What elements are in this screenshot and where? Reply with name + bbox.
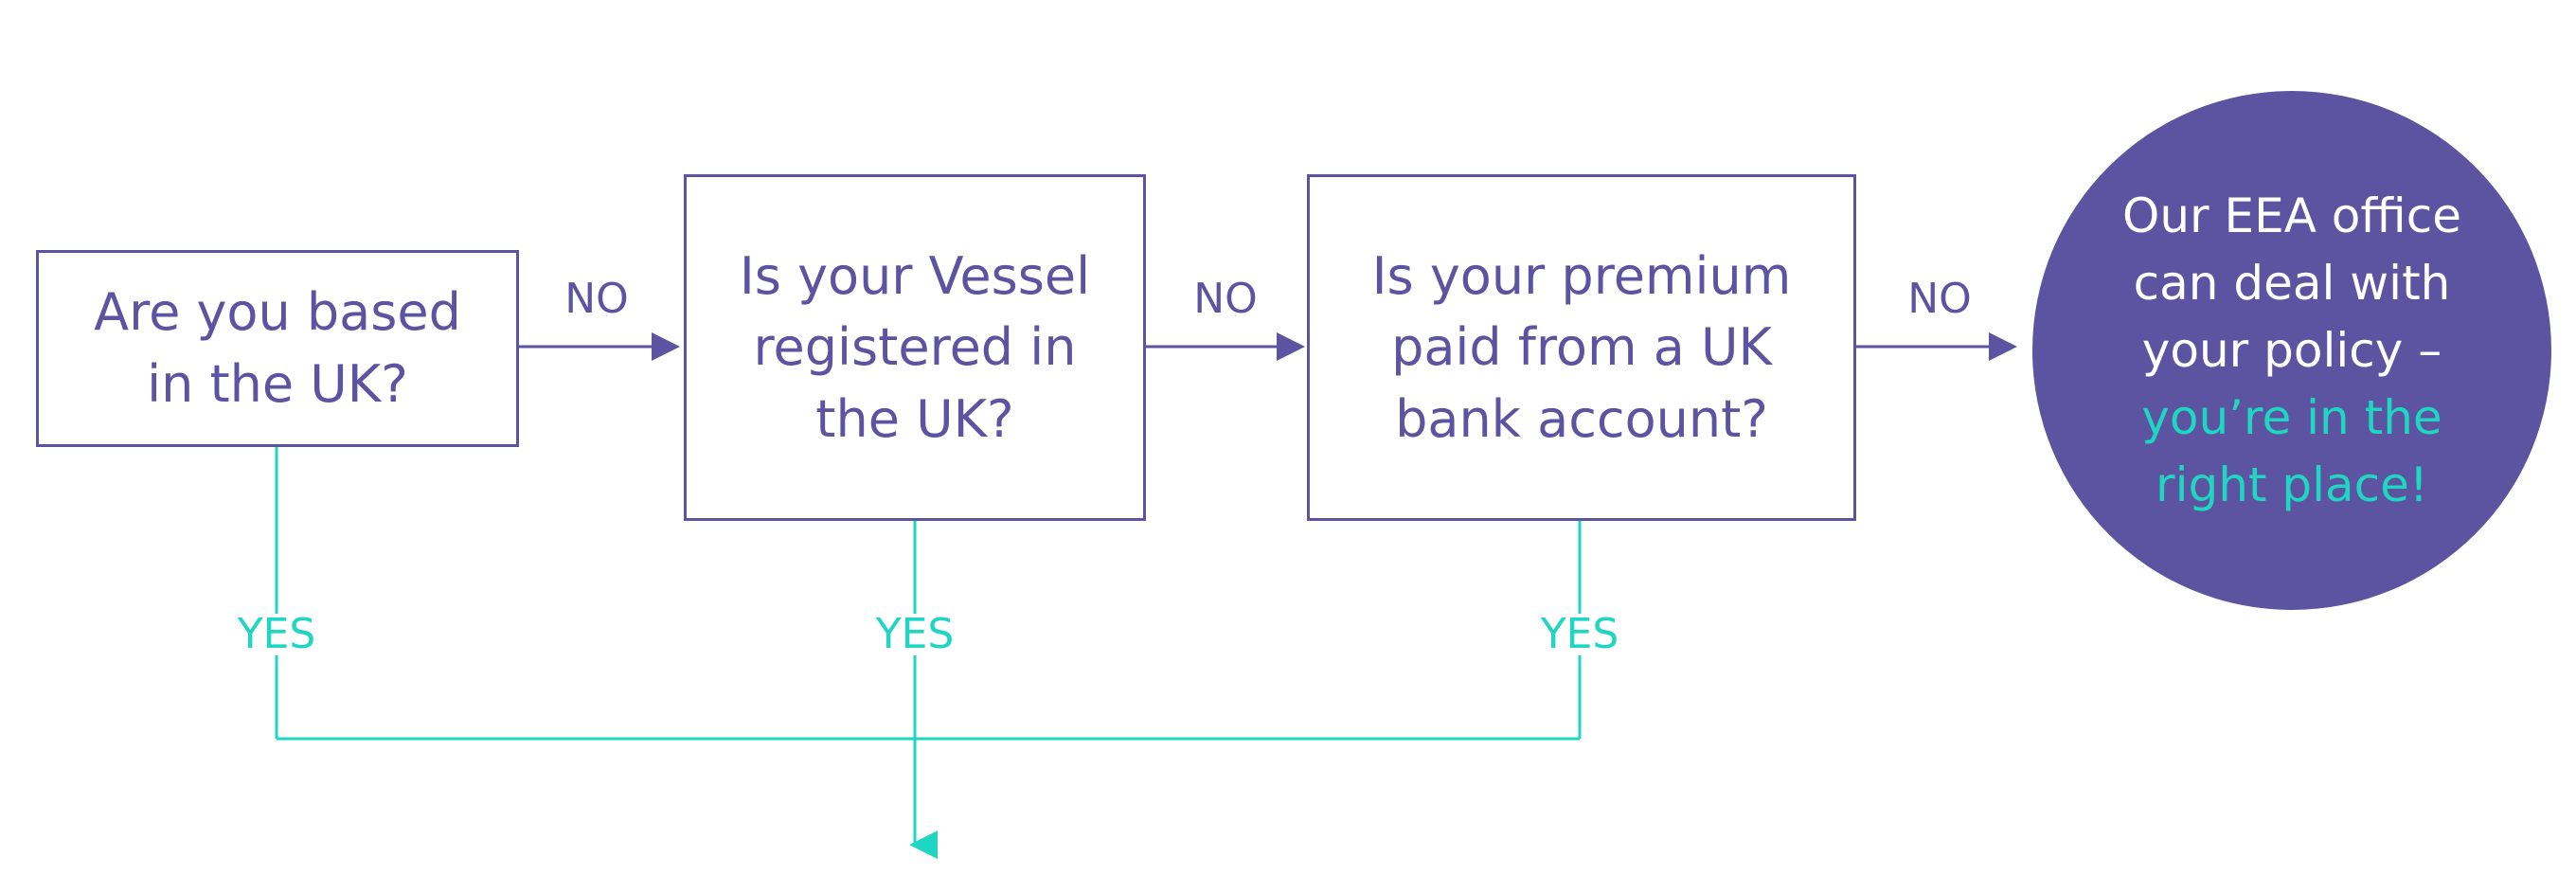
yes-label-1: YES <box>231 614 322 655</box>
yes-label-3: YES <box>1534 614 1625 655</box>
outcome-text-white: Our EEA office can deal with your policy… <box>2122 188 2461 378</box>
question-text: Is your Vessel registered in the UK? <box>739 245 1091 449</box>
outcome-text-teal: you’re in the right place! <box>2141 389 2442 512</box>
no-label-3: NO <box>1902 278 1977 320</box>
outcome-circle: Our EEA office can deal with your policy… <box>2032 91 2551 610</box>
yes-label-2: YES <box>869 614 960 655</box>
question-box-based-in-uk: Are you based in the UK? <box>36 250 519 447</box>
no-label-1: NO <box>559 278 635 320</box>
no-label-2: NO <box>1188 278 1263 320</box>
question-box-premium-paid: Is your premium paid from a UK bank acco… <box>1307 174 1856 521</box>
question-text: Are you based in the UK? <box>94 282 461 414</box>
question-text: Is your premium paid from a UK bank acco… <box>1371 245 1792 449</box>
question-box-vessel-registered: Is your Vessel registered in the UK? <box>684 174 1146 521</box>
